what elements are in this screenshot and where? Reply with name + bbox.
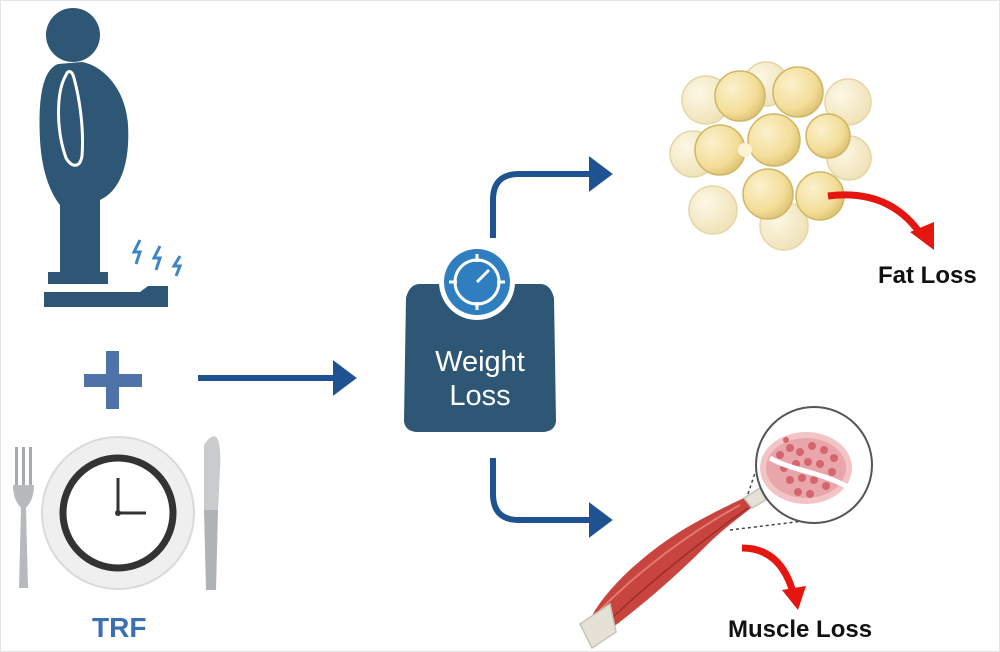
person-on-scale-icon [39, 8, 183, 307]
fat-loss-label: Fat Loss [878, 262, 977, 289]
muscle-icon [579, 406, 873, 650]
fat-loss-red-arrow [827, 191, 925, 238]
weighing-scale-icon [404, 244, 556, 432]
fat-cells-icon [669, 61, 872, 251]
plate-clock-icon [41, 436, 195, 590]
trf-label: TRF [92, 612, 147, 643]
weight-loss-label: Weight Loss [405, 345, 555, 413]
plus-icon [84, 351, 142, 409]
fork-icon [13, 447, 34, 588]
arrow-to-fat-loss [490, 156, 613, 238]
muscle-loss-red-arrowhead [782, 586, 806, 610]
muscle-loss-red-arrow [741, 544, 798, 597]
knife-icon [204, 436, 221, 590]
muscle-loss-label: Muscle Loss [728, 616, 873, 643]
fat-loss-red-arrowhead [910, 222, 934, 250]
arrow-to-muscle-loss [490, 458, 613, 538]
weight-loss-line2: Loss [449, 380, 511, 412]
weight-loss-line1: Weight [435, 346, 525, 378]
